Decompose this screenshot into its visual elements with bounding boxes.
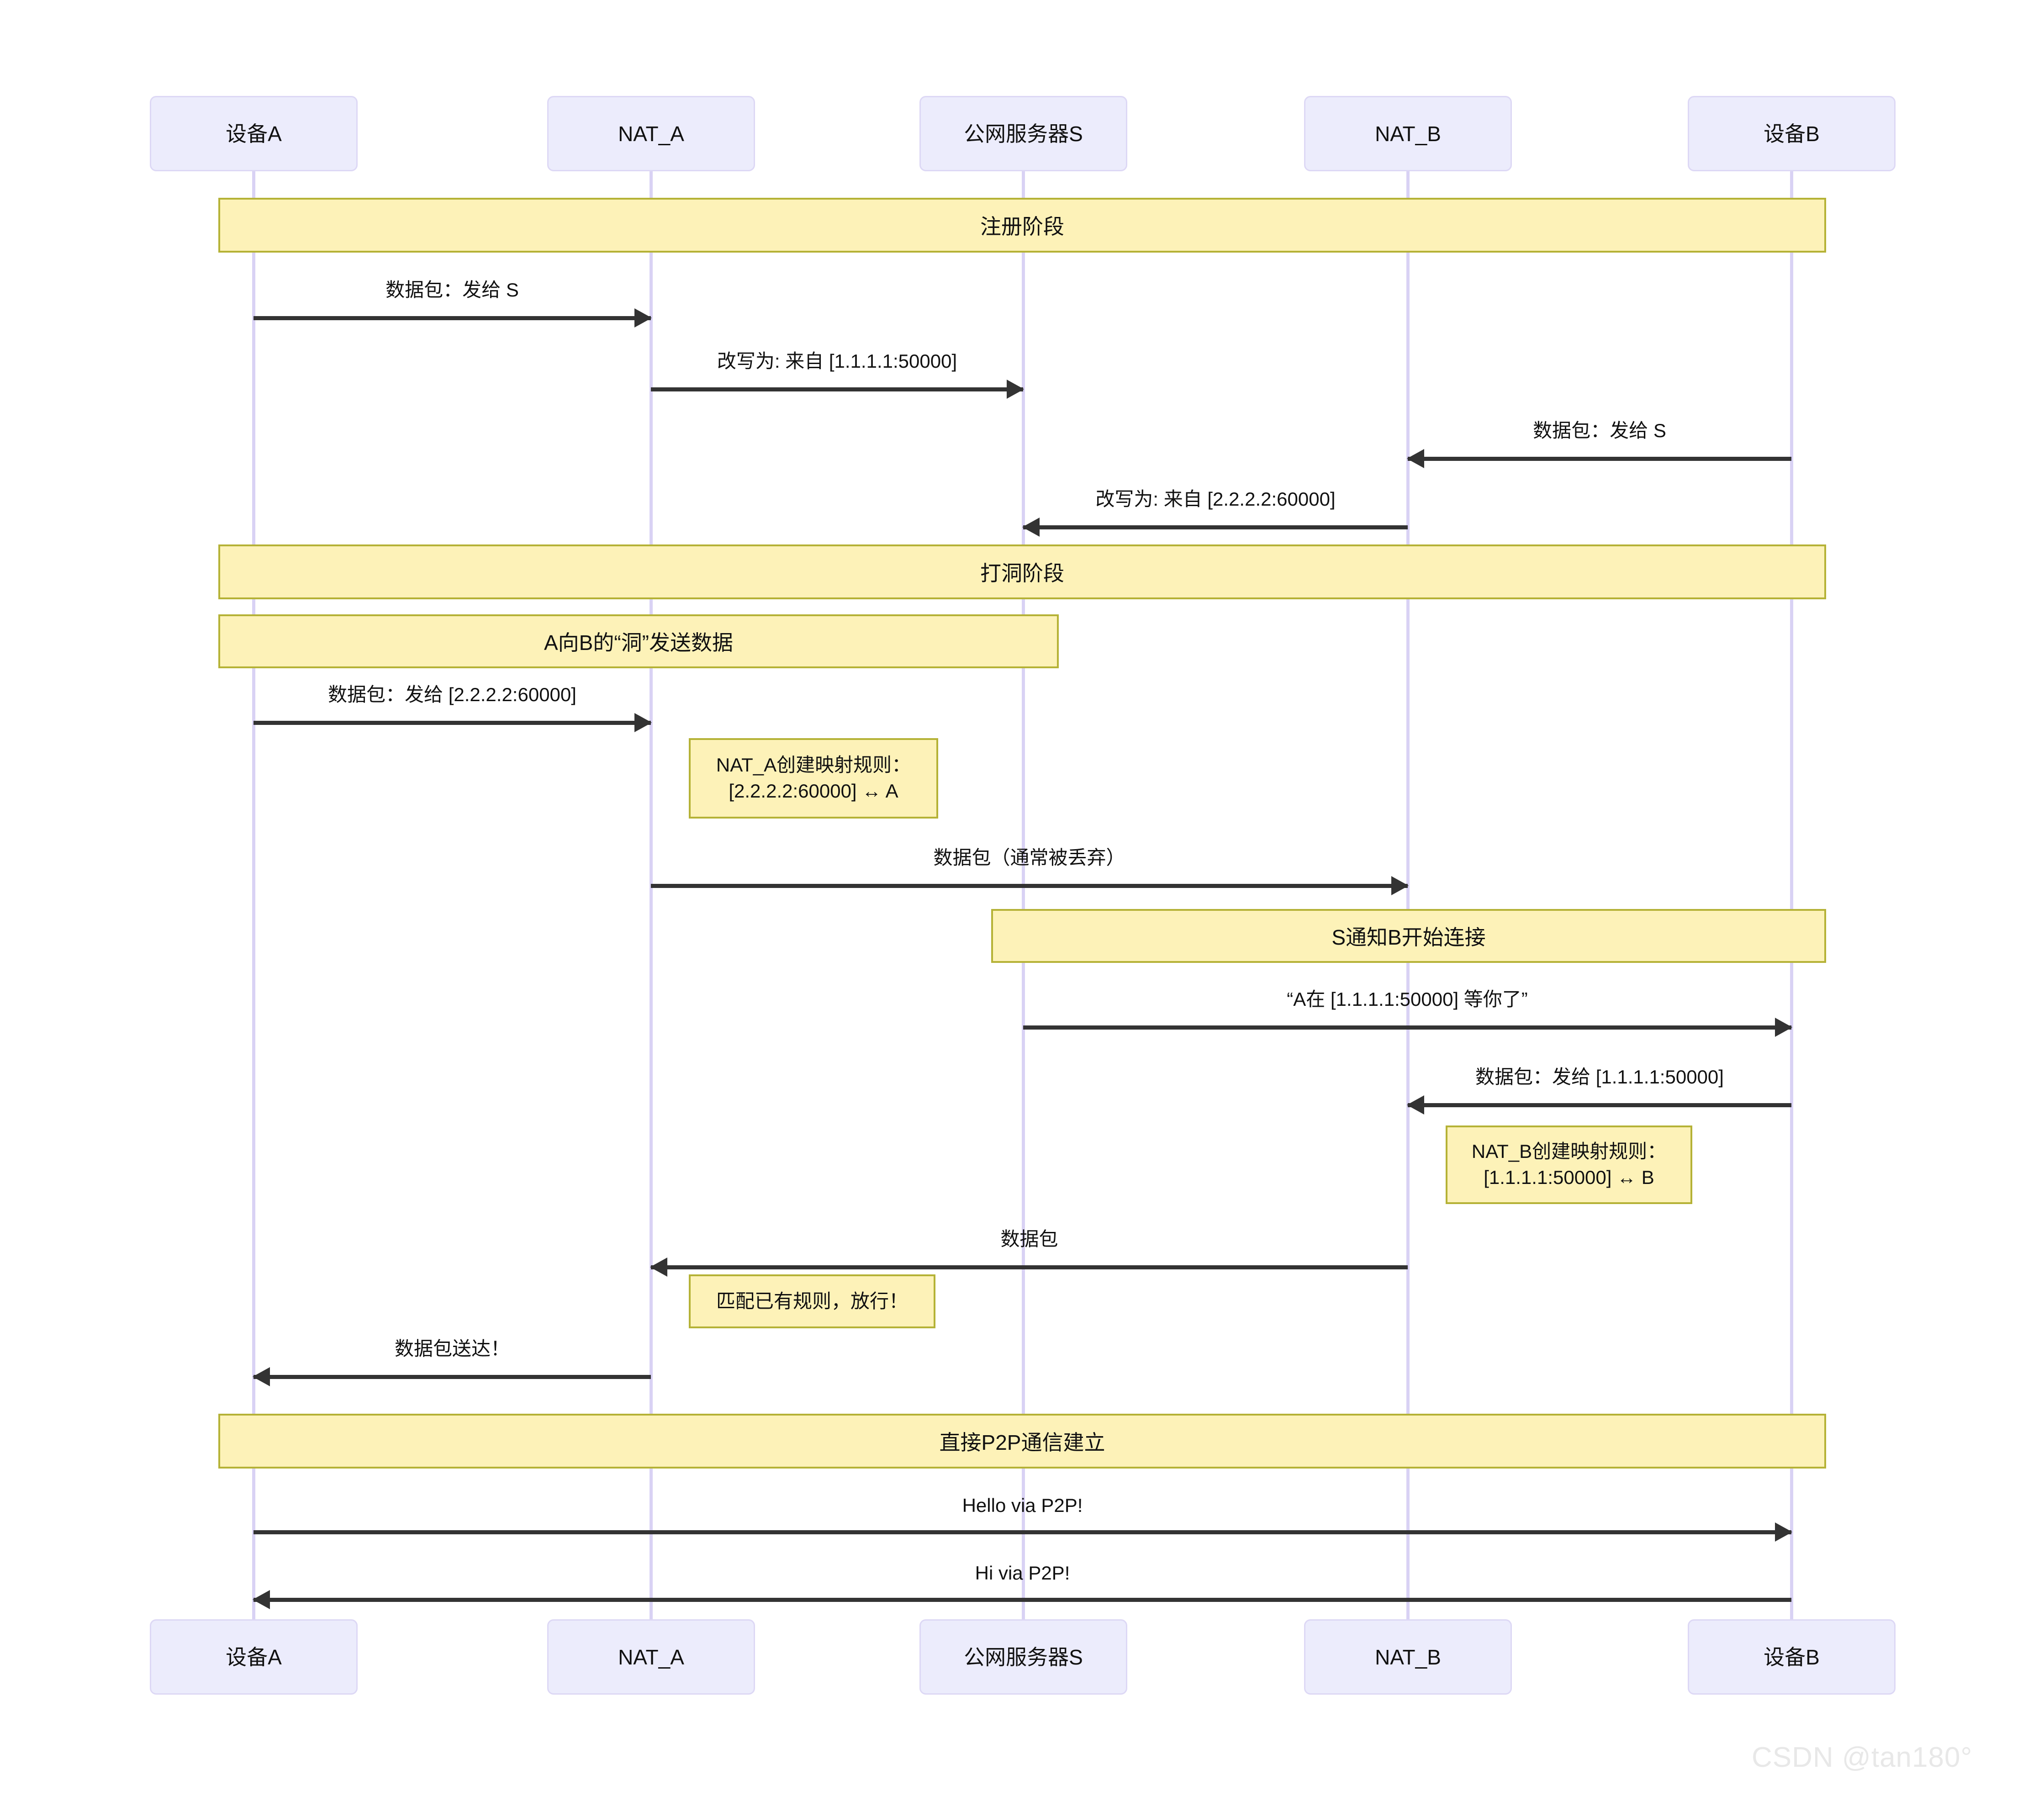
participant-label: 设备B (1764, 1645, 1820, 1669)
message-line (254, 1598, 1791, 1602)
message-label: 改写为: 来自 [2.2.2.2:60000] (1095, 488, 1336, 510)
participant-top-nat-b[interactable]: NAT_B (1304, 96, 1512, 171)
participant-bottom-nat-b[interactable]: NAT_B (1304, 1619, 1512, 1695)
participant-label: NAT_B (1375, 1645, 1441, 1669)
arrowhead-right-icon (1775, 1018, 1792, 1037)
participant-label: NAT_A (618, 1645, 684, 1669)
arrowhead-left-icon (253, 1367, 270, 1386)
lifeline-device-b (1790, 171, 1793, 1619)
message-line (651, 1265, 1408, 1269)
arrowhead-right-icon (1775, 1522, 1792, 1542)
arrowhead-left-icon (1022, 518, 1040, 537)
arrowhead-left-icon (1407, 1095, 1424, 1115)
message-line (651, 387, 1023, 391)
csdn-watermark: CSDN @tan180° (1752, 1742, 1973, 1773)
participant-label: 设备A (226, 122, 282, 146)
note-line-2: [1.1.1.1:50000] ↔ B (1484, 1167, 1654, 1188)
participant-label: NAT_A (618, 122, 684, 146)
message-label: 数据包：发给 [1.1.1.1:50000] (1475, 1066, 1724, 1088)
message-line (1023, 525, 1408, 529)
participant-bottom-device-b[interactable]: 设备B (1688, 1619, 1896, 1695)
phase-banner-label: 注册阶段 (980, 215, 1064, 238)
sub-banner-label: A向B的“洞”发送数据 (544, 631, 733, 655)
note-nat-a-mapping-rule: NAT_A创建映射规则： [2.2.2.2:60000] ↔ A (689, 738, 938, 819)
participant-top-server-s[interactable]: 公网服务器S (919, 96, 1127, 171)
arrowhead-left-icon (253, 1590, 270, 1609)
message-label: 数据包送达！ (394, 1338, 510, 1359)
note-nat-a-rule-match-pass: 匹配已有规则，放行！ (689, 1274, 935, 1328)
message-label: 数据包 (1000, 1228, 1058, 1250)
message-line (1023, 1025, 1791, 1030)
arrowhead-right-icon (1007, 380, 1024, 399)
message-line (651, 884, 1408, 888)
participant-bottom-nat-a[interactable]: NAT_A (547, 1619, 755, 1695)
arrowhead-left-icon (650, 1258, 667, 1277)
message-label: “A在 [1.1.1.1:50000] 等你了” (1287, 988, 1528, 1010)
phase-banner-label: 直接P2P通信建立 (939, 1431, 1105, 1454)
lifeline-nat-a (650, 171, 653, 1619)
arrowhead-left-icon (1407, 449, 1424, 468)
participant-top-device-a[interactable]: 设备A (150, 96, 358, 171)
note-line-1: 匹配已有规则，放行！ (716, 1290, 908, 1312)
message-label: 数据包：发给 S (1533, 420, 1666, 441)
note-line-2: [2.2.2.2:60000] ↔ A (729, 780, 898, 802)
sub-banner-s-notifies-b: S通知B开始连接 (991, 909, 1826, 963)
sub-banner-label: S通知B开始连接 (1331, 925, 1486, 949)
lifeline-server-s (1022, 171, 1025, 1619)
participant-label: NAT_B (1375, 122, 1441, 146)
message-line (1408, 457, 1791, 461)
lifeline-device-a (252, 171, 255, 1619)
participant-label: 设备B (1764, 122, 1820, 146)
phase-banner-registration: 注册阶段 (218, 198, 1826, 253)
message-label: 数据包：发给 [2.2.2.2:60000] (328, 684, 576, 705)
arrowhead-right-icon (634, 713, 652, 732)
message-line (254, 316, 651, 320)
arrowhead-right-icon (1391, 876, 1409, 895)
message-label: 数据包：发给 S (386, 279, 519, 301)
message-line (254, 1375, 651, 1379)
participant-label: 设备A (226, 1645, 282, 1669)
phase-banner-hole-punching: 打洞阶段 (218, 544, 1826, 599)
message-line (254, 721, 651, 725)
message-label: 数据包（通常被丢弃） (933, 847, 1125, 868)
participant-label: 公网服务器S (964, 122, 1083, 146)
participant-bottom-server-s[interactable]: 公网服务器S (919, 1619, 1127, 1695)
arrowhead-right-icon (634, 308, 652, 328)
participant-top-nat-a[interactable]: NAT_A (547, 96, 755, 171)
message-label: 改写为: 来自 [1.1.1.1:50000] (717, 350, 957, 372)
note-line-1: NAT_B创建映射规则： (1471, 1141, 1667, 1162)
participant-label: 公网服务器S (964, 1645, 1083, 1669)
participant-bottom-device-a[interactable]: 设备A (150, 1619, 358, 1695)
message-line (254, 1530, 1791, 1534)
sub-banner-a-punch-to-b: A向B的“洞”发送数据 (218, 614, 1059, 668)
message-line (1408, 1103, 1791, 1107)
phase-banner-label: 打洞阶段 (980, 561, 1064, 585)
lifeline-nat-b (1406, 171, 1410, 1619)
note-line-1: NAT_A创建映射规则： (716, 754, 911, 776)
note-nat-b-mapping-rule: NAT_B创建映射规则： [1.1.1.1:50000] ↔ B (1446, 1125, 1692, 1204)
phase-banner-p2p-established: 直接P2P通信建立 (218, 1414, 1826, 1469)
participant-top-device-b[interactable]: 设备B (1688, 96, 1896, 171)
message-label: Hi via P2P! (975, 1562, 1070, 1584)
message-label: Hello via P2P! (962, 1495, 1083, 1516)
